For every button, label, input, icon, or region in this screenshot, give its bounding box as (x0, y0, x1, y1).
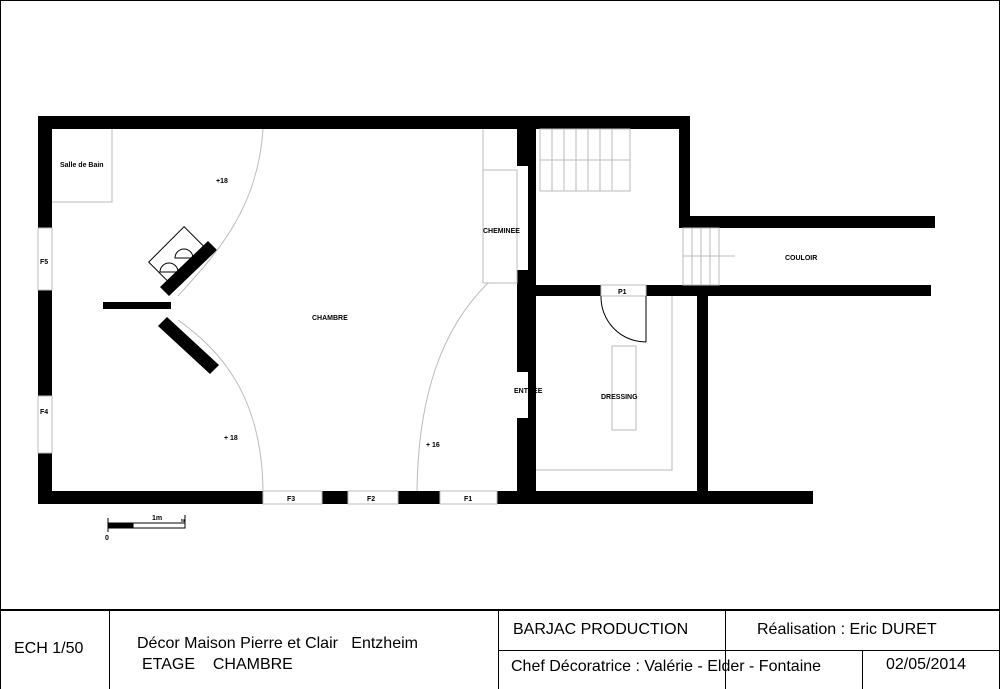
window-label-f1: F1 (464, 496, 472, 503)
window-label-f3: F3 (287, 496, 295, 503)
level-marker-top: +18 (216, 178, 228, 185)
window-label-f2: F2 (367, 496, 375, 503)
room-label-bedroom: CHAMBRE (312, 315, 348, 322)
floor-plan: Salle de Bain CHAMBRE CHEMINEE COULOIR E… (0, 0, 1000, 610)
room-label-entrance: ENTREE (514, 388, 543, 395)
window-label-f4: F4 (40, 409, 48, 416)
decorator-credit: Chef Décoratrice : Valérie - Elder - Fon… (511, 658, 822, 675)
scale-bar (107, 515, 186, 532)
level-marker-bottom-center: + 16 (426, 442, 440, 449)
walls (38, 116, 935, 504)
production-company: BARJAC PRODUCTION (513, 621, 689, 638)
room-label-dressing: DRESSING (601, 394, 638, 401)
title-block: ECH 1/50 Décor Maison Pierre et Clair En… (0, 610, 1000, 689)
drawing-scale: ECH 1/50 (14, 640, 84, 657)
level-marker-bottom-left: + 18 (224, 435, 238, 442)
scale-label-zero: 0 (105, 535, 109, 542)
decor-subtitle: ETAGE CHAMBRE (142, 656, 293, 673)
washbasin-icon (148, 226, 206, 284)
decor-title: Décor Maison Pierre et Clair Entzheim (137, 635, 418, 652)
door-p1-swing (600, 295, 647, 343)
door-label-p1: P1 (618, 289, 627, 296)
director-credit: Réalisation : Eric DURET (757, 621, 937, 638)
room-label-bathroom: Salle de Bain (60, 162, 104, 169)
window-label-f5: F5 (40, 259, 48, 266)
scale-label-1m: 1m (152, 515, 162, 522)
scale-label-end: w (180, 518, 185, 524)
drawing-date: 02/05/2014 (886, 656, 967, 673)
fixtures (37, 128, 735, 505)
room-label-corridor: COULOIR (785, 255, 817, 262)
room-label-fireplace: CHEMINEE (483, 228, 520, 235)
